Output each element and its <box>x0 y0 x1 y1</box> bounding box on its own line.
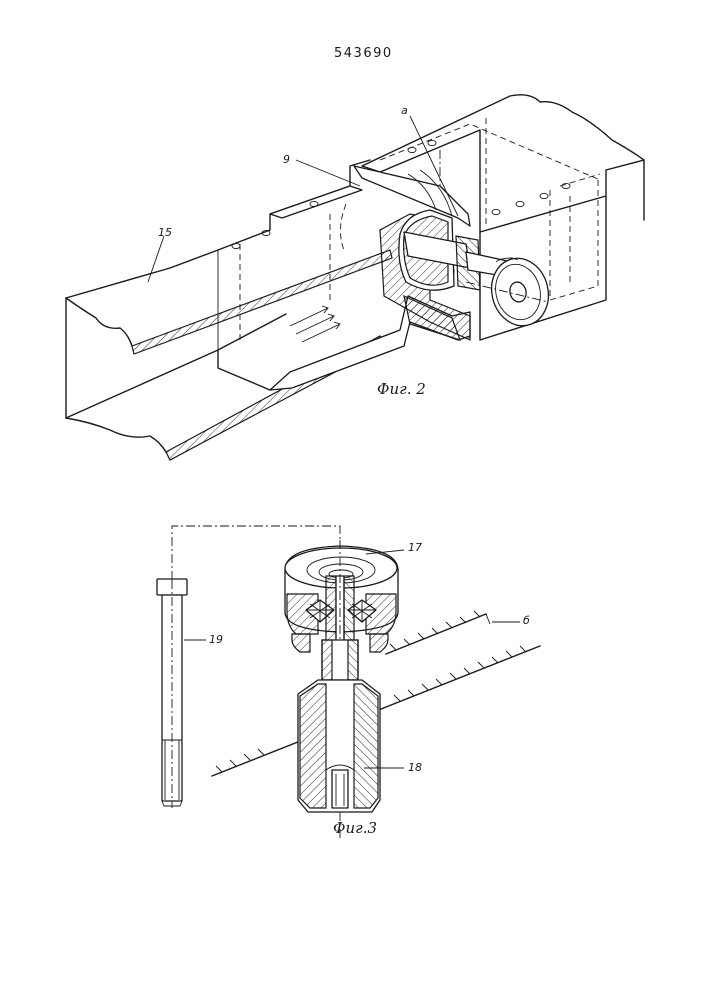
label-a: а <box>401 104 408 117</box>
label-18: 18 <box>408 761 422 774</box>
label-17: 17 <box>408 541 422 554</box>
figure-2-channel-assembly <box>66 95 644 460</box>
flow-arrows <box>290 306 340 342</box>
body-18 <box>298 680 380 812</box>
label-15: 15 <box>158 226 172 239</box>
upper-wall-section <box>132 250 392 354</box>
figure-3-caption: Фиг.3 <box>333 819 377 837</box>
duct-hidden-box <box>550 174 600 300</box>
hidden-curve <box>340 204 346 250</box>
figure-3-valve-assembly <box>157 526 540 840</box>
nozzle-break-bottom <box>66 418 166 452</box>
label-19: 19 <box>209 633 223 646</box>
bolt-19 <box>157 579 187 808</box>
label-9: 9 <box>283 153 290 166</box>
label-b: б <box>523 614 530 627</box>
nozzle-break-top <box>66 268 170 346</box>
figure-2-caption: Фиг. 2 <box>377 380 426 398</box>
leader-15 <box>148 236 164 282</box>
duct-hidden-top <box>380 124 600 180</box>
